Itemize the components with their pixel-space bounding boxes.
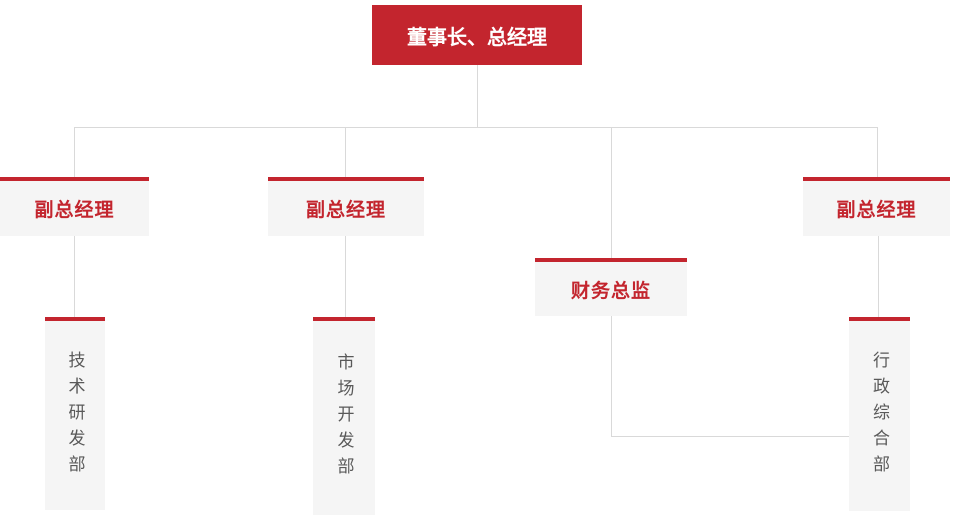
org-node-label: 副总经理 — [836, 200, 917, 221]
connector-root-to-rail — [477, 65, 478, 127]
connector-rail-to-finance-director — [611, 127, 612, 258]
org-node-technology-rd-department: 技术研发部 — [45, 317, 105, 510]
connector-finance-director-elbow-vertical — [611, 316, 612, 436]
org-node-finance-director: 财务总监 — [535, 258, 687, 316]
org-node-label: 财务总监 — [570, 280, 651, 302]
org-node-deputy-general-manager-3: 副总经理 — [803, 177, 950, 236]
org-node-label: 行政综合部 — [870, 351, 889, 481]
org-node-market-development-department: 市场开发部 — [313, 317, 375, 515]
org-node-label: 市场开发部 — [334, 353, 354, 483]
connector-deputy-gm-2-to-market-dev-dept — [345, 236, 346, 317]
org-node-deputy-general-manager-2: 副总经理 — [268, 177, 424, 236]
connector-rail-to-deputy-gm-2 — [345, 127, 346, 177]
org-node-label: 技术研发部 — [65, 350, 85, 481]
org-node-label: 副总经理 — [34, 200, 115, 221]
connector-rail-to-deputy-gm-1 — [74, 127, 75, 177]
org-node-deputy-general-manager-1: 副总经理 — [0, 177, 149, 236]
connector-deputy-gm-1-to-tech-rd-dept — [74, 236, 75, 317]
connector-deputy-gm-3-to-admin-dept — [878, 236, 879, 317]
org-node-label: 董事长、总经理 — [407, 26, 547, 49]
org-node-label: 副总经理 — [305, 200, 386, 221]
connector-rail-to-deputy-gm-3 — [877, 127, 878, 177]
connector-finance-director-elbow-horizontal — [611, 436, 849, 437]
org-node-chairman-general-manager: 董事长、总经理 — [372, 5, 582, 65]
org-node-administration-general-department: 行政综合部 — [849, 317, 910, 511]
connector-horizontal-rail — [74, 127, 878, 128]
